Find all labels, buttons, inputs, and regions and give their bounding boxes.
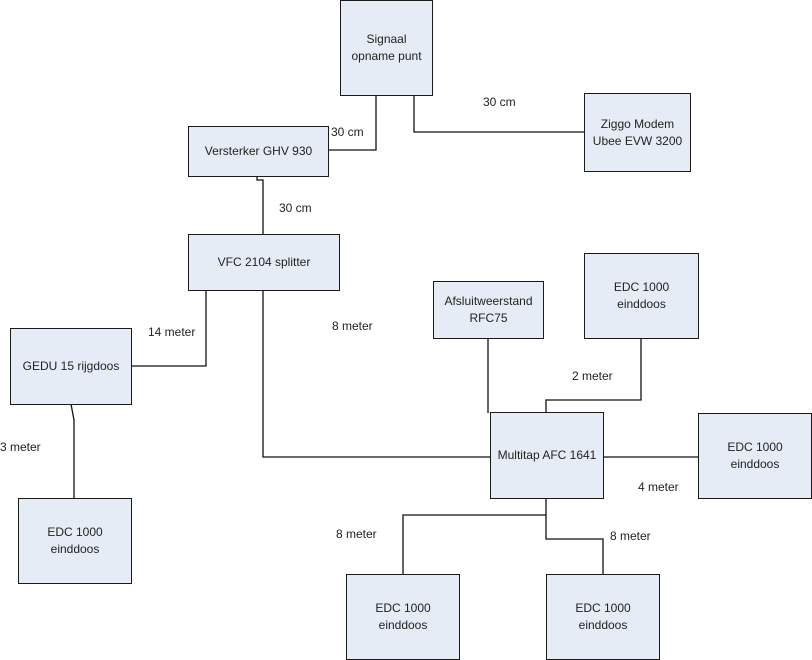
signal-pickup-node[interactable]: Signaal opname punt: [340, 0, 433, 96]
wire-multitap-edc-bottom-right: [545, 515, 604, 575]
terminator-node[interactable]: Afsluitweerstand RFC75: [433, 281, 544, 339]
gedu-node[interactable]: GEDU 15 rijgdoos: [10, 328, 132, 405]
wire-signal-modem: [413, 95, 585, 133]
wire-amplifier-splitter: [256, 176, 264, 235]
wire-splitter-gedu: [131, 290, 207, 367]
edc-left-node[interactable]: EDC 1000 einddoos: [18, 498, 132, 584]
cable-label-multitap-edc-top: 2 meter: [572, 369, 613, 383]
wire-gedu-edc: [70, 403, 75, 499]
wire-signal-amplifier: [328, 95, 377, 151]
edc-top-node[interactable]: EDC 1000 einddoos: [584, 253, 699, 339]
edc-right-node[interactable]: EDC 1000 einddoos: [698, 413, 812, 499]
cable-label-amplifier-splitter: 30 cm: [279, 201, 312, 215]
cable-label-signal-amplifier: 30 cm: [331, 125, 364, 139]
cable-label-splitter-gedu: 14 meter: [148, 325, 196, 339]
edc-bottom-right-node[interactable]: EDC 1000 einddoos: [546, 574, 660, 660]
cable-label-multitap-edc-bottom-left: 8 meter: [336, 527, 377, 541]
wire-multitap-edc-top: [545, 338, 642, 413]
amplifier-node[interactable]: Versterker GHV 930: [188, 126, 329, 177]
cable-label-multitap-edc-bottom-right: 8 meter: [610, 529, 651, 543]
cable-label-splitter-multitap: 8 meter: [332, 319, 373, 333]
splitter-node[interactable]: VFC 2104 splitter: [188, 234, 340, 291]
cable-label-signal-modem: 30 cm: [483, 95, 516, 109]
modem-node[interactable]: Ziggo Modem Ubee EVW 3200: [584, 93, 691, 172]
cable-label-gedu-edc: 3 meter: [0, 440, 41, 454]
edc-bottom-left-node[interactable]: EDC 1000 einddoos: [346, 574, 460, 660]
wire-splitter-multitap: [262, 290, 491, 458]
wire-multitap-edc-bottom-left: [402, 498, 547, 575]
multitap-node[interactable]: Multitap AFC 1641: [490, 412, 604, 499]
cable-label-multitap-edc-right: 4 meter: [638, 480, 679, 494]
